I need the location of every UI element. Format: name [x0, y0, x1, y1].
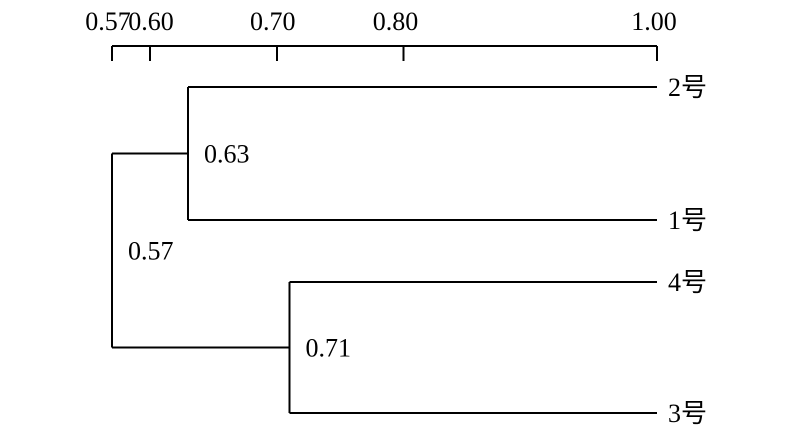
leaf-label: 3号: [668, 399, 707, 428]
axis-tick-label: 0.80: [373, 7, 419, 36]
node-height-label: 0.57: [128, 237, 174, 266]
node-height-label: 0.63: [204, 140, 250, 169]
axis-tick-label: 1.00: [631, 7, 677, 36]
axis-tick-label: 0.60: [128, 7, 174, 36]
axis-tick-label: 0.57: [85, 7, 131, 36]
leaf-label: 1号: [668, 206, 707, 235]
leaf-label: 4号: [668, 268, 707, 297]
node-height-label: 0.71: [305, 334, 351, 363]
axis-tick-label: 0.70: [250, 7, 296, 36]
leaf-label: 2号: [668, 73, 707, 102]
